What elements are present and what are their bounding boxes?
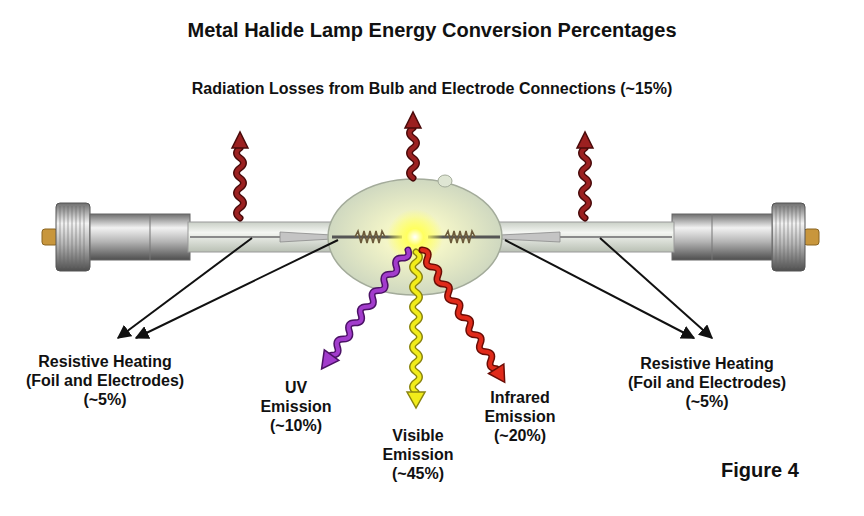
wave-body	[582, 148, 589, 218]
wave-head	[314, 350, 339, 374]
figure-caption: Figure 4	[690, 458, 830, 482]
wave-head	[577, 132, 593, 148]
wave-body	[329, 248, 411, 357]
radiation-loss-arrow	[232, 132, 248, 218]
resistive-heating-pointers	[118, 238, 712, 338]
wave-body	[410, 128, 417, 178]
knurl-lines	[60, 206, 84, 268]
arc-bulb	[328, 175, 502, 295]
quartz-tube	[482, 222, 674, 252]
knurled-nut	[772, 203, 805, 271]
emission-label: Infrared Emission (~20%)	[475, 388, 565, 446]
pointer-arrow	[600, 238, 712, 338]
left-lamp-end	[42, 203, 348, 271]
electrode-coil	[445, 231, 475, 243]
molybdenum-foil	[500, 232, 560, 242]
knurled-nut	[56, 203, 90, 271]
wave-body	[237, 148, 244, 218]
brass-tip	[804, 229, 819, 245]
infrared-emission-arrow	[414, 245, 512, 387]
wave-outline	[419, 248, 499, 370]
wave-outline	[413, 252, 420, 392]
visible-emission-arrow	[407, 252, 425, 408]
exhaust-tip	[438, 175, 452, 187]
wave-head	[489, 364, 513, 387]
loss-label: Radiation Losses from Bulb and Electrode…	[52, 79, 812, 98]
wave-body	[413, 252, 420, 392]
wave-body	[419, 248, 499, 370]
wave-head	[232, 132, 248, 148]
heating-label: Resistive Heating (Foil and Electrodes) …	[23, 352, 188, 410]
pointer-arrow	[118, 238, 252, 338]
figure-title: Metal Halide Lamp Energy Conversion Perc…	[22, 18, 842, 42]
emission-label: Visible Emission (~45%)	[378, 426, 458, 484]
wave-head	[405, 112, 421, 128]
wave-outline	[410, 128, 417, 178]
uv-emission-arrow	[314, 245, 415, 375]
knurl-lines	[776, 206, 800, 268]
radiation-loss-arrow	[405, 112, 421, 178]
heating-label: Resistive Heating (Foil and Electrodes) …	[625, 354, 790, 412]
radiation-loss-arrow	[577, 132, 593, 218]
molybdenum-foil	[280, 232, 332, 242]
electrode-coil	[355, 231, 385, 243]
emission-label: UV Emission (~10%)	[256, 378, 336, 436]
pointer-arrow	[505, 240, 694, 338]
pointer-arrow	[136, 240, 338, 338]
bulb-envelope	[328, 179, 502, 295]
wave-outline	[237, 148, 244, 218]
lead-wire	[190, 236, 282, 238]
wave-head	[407, 392, 425, 408]
lead-wire	[560, 236, 672, 238]
right-lamp-end	[482, 203, 819, 271]
metal-sleeve	[90, 214, 190, 260]
metal-sleeve	[672, 214, 772, 260]
wave-outline	[329, 248, 411, 357]
sleeve-ring	[712, 214, 713, 260]
sleeve-ring	[150, 214, 151, 260]
wave-outline	[582, 148, 589, 218]
